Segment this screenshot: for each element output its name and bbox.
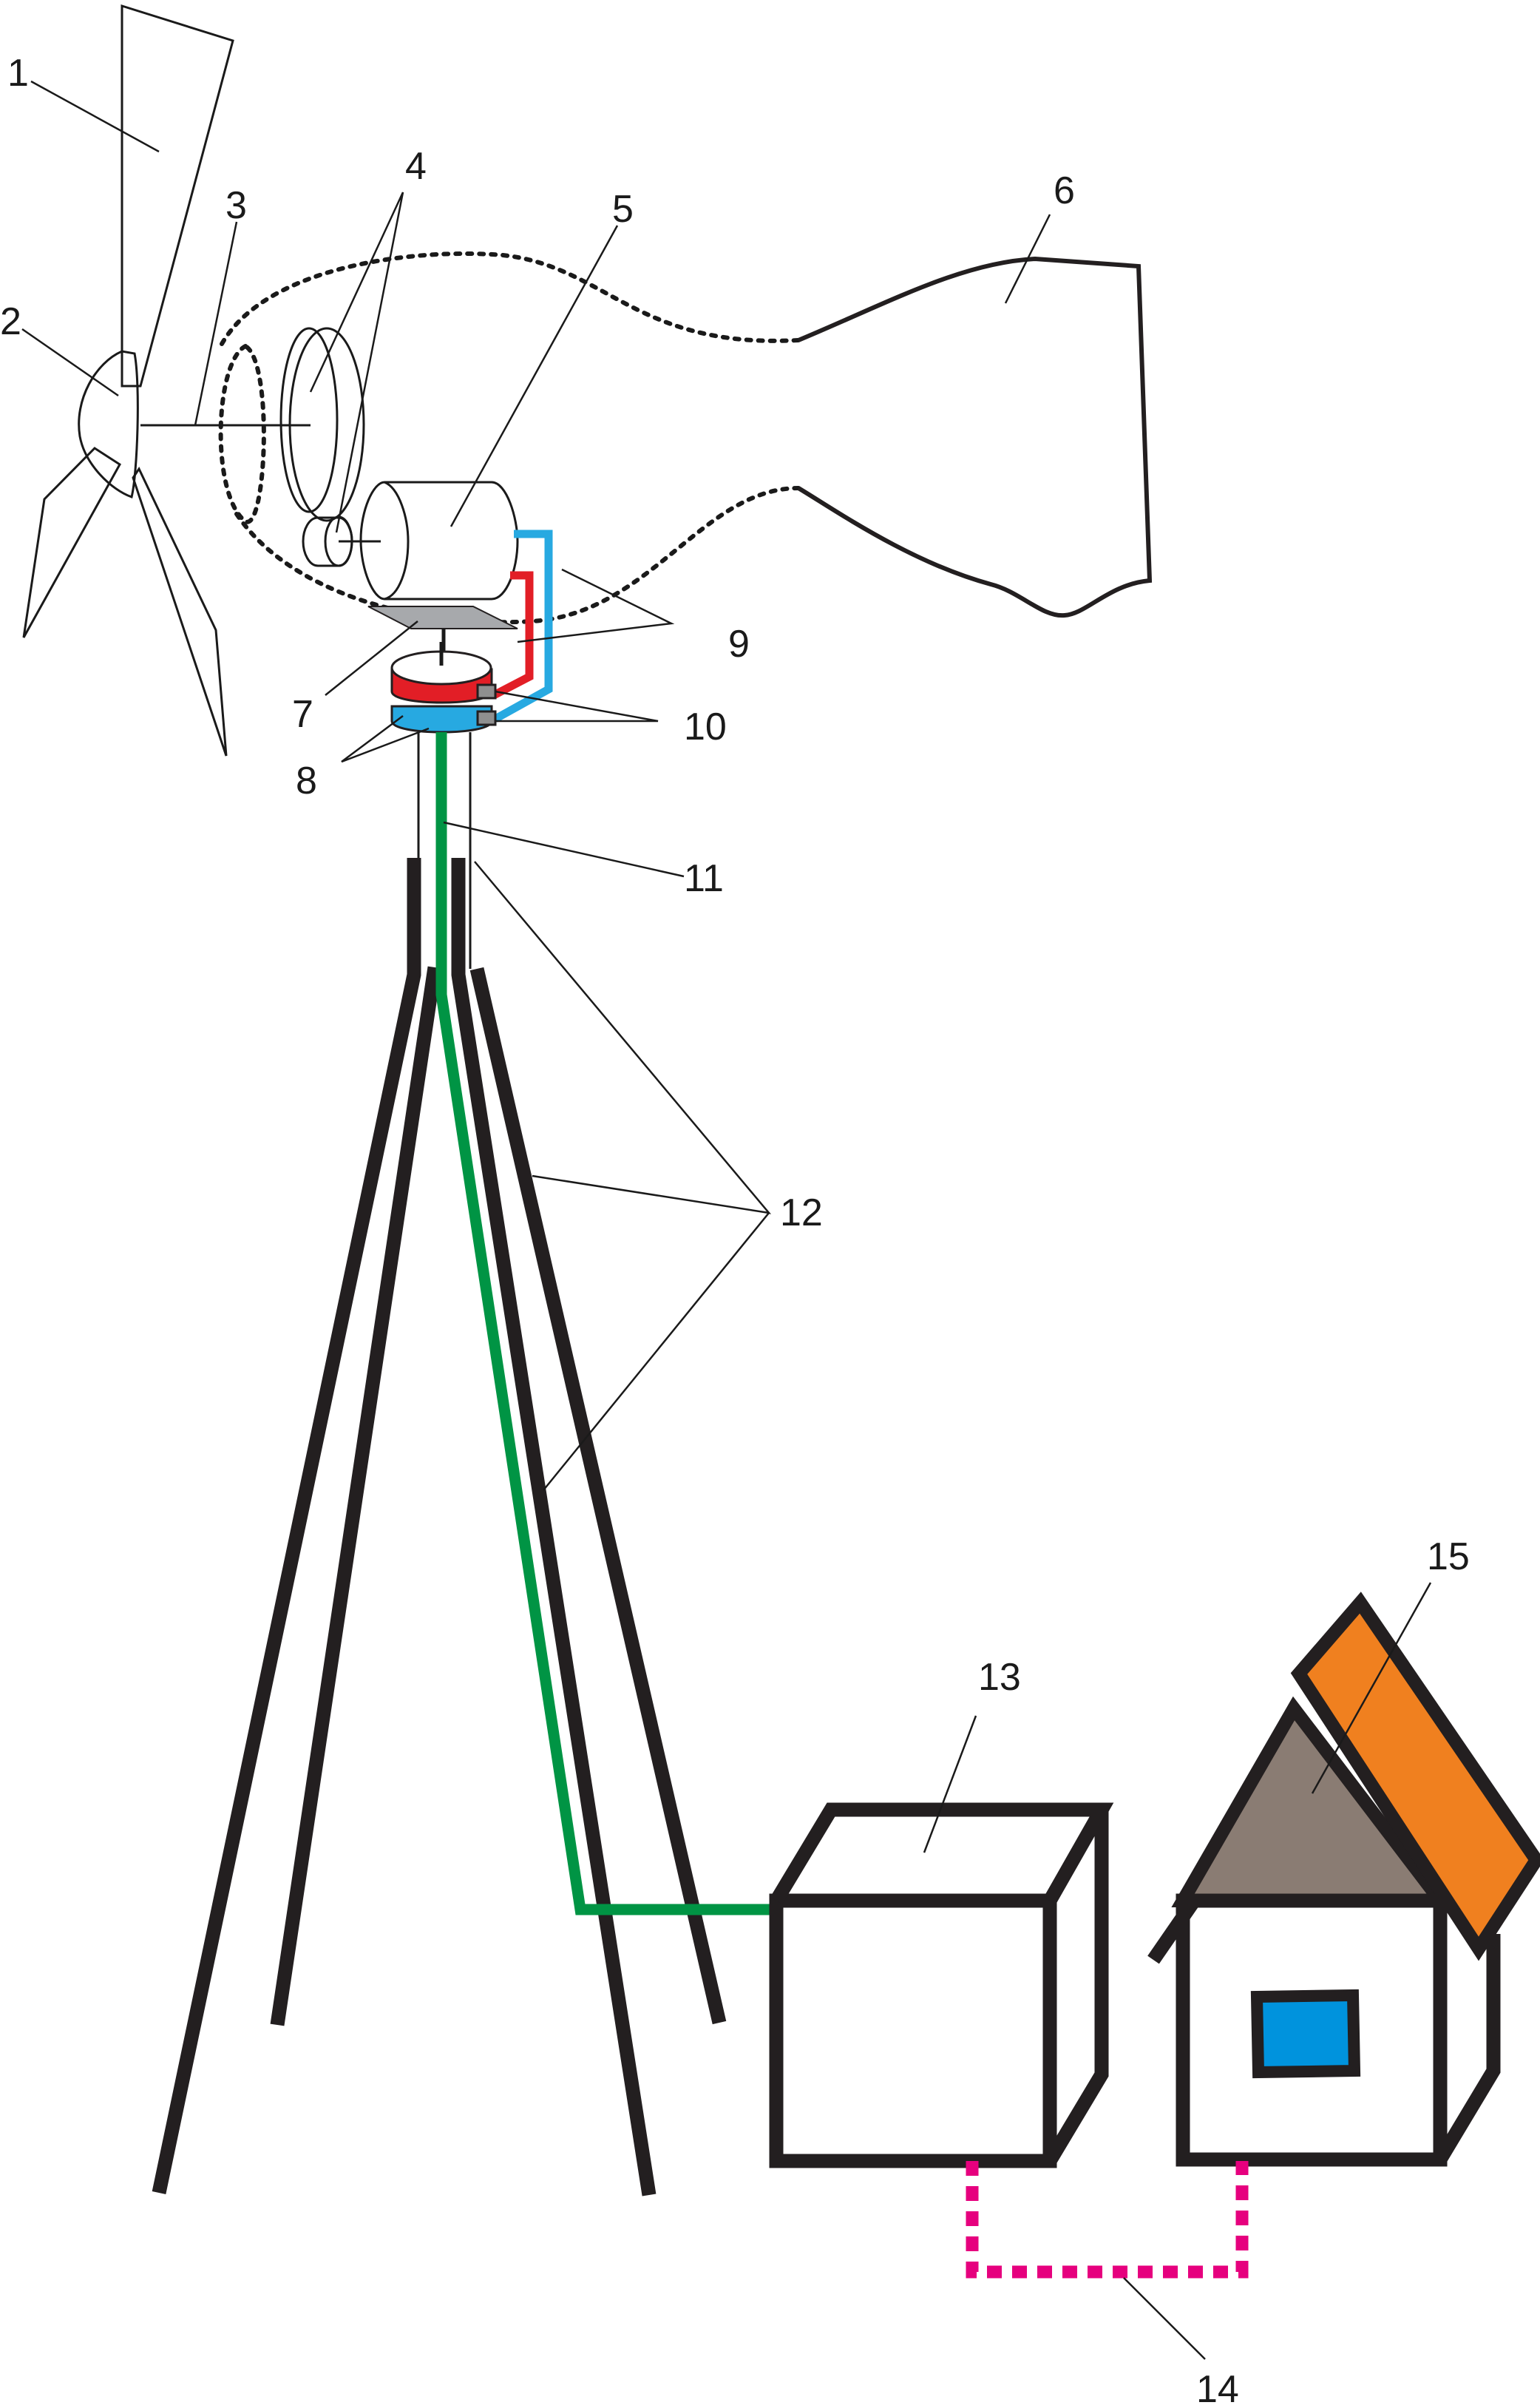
nacelle-upper-dotted-contour — [220, 251, 801, 346]
tail-solid-contour — [797, 256, 1153, 618]
leader-4 — [309, 192, 404, 533]
number-labels: 1 2 3 4 5 6 7 8 9 10 11 12 13 14 15 — [0, 52, 1470, 2408]
box-top — [770, 1802, 1114, 1904]
generator-front-face — [384, 481, 410, 601]
label-3: 3 — [225, 184, 247, 227]
label-15: 15 — [1427, 1535, 1470, 1578]
box-side — [1043, 1810, 1109, 2165]
brush-upper — [476, 683, 497, 700]
blue-wire — [493, 530, 553, 723]
label-5: 5 — [612, 188, 634, 231]
label-14: 14 — [1196, 2368, 1239, 2408]
leader-7 — [325, 620, 418, 696]
red-wire — [492, 571, 534, 699]
brush-lower — [476, 710, 497, 726]
label-11: 11 — [684, 857, 724, 900]
pulley-assembly — [279, 327, 381, 567]
rotor-blades — [22, 4, 234, 757]
label-6: 6 — [1054, 169, 1075, 212]
tower-leg-inner-left — [270, 966, 442, 2026]
leader-13 — [923, 1715, 977, 1853]
large-pulley-inner — [279, 327, 339, 513]
generator — [359, 481, 519, 601]
tower-leg-inner-right — [469, 967, 727, 2025]
nacelle-lower-dotted-contour — [234, 486, 801, 625]
leader-1 — [30, 80, 160, 153]
leader-10 — [495, 690, 659, 723]
house — [1147, 1592, 1540, 2167]
tower-leg-right — [451, 858, 657, 2196]
tower — [152, 858, 727, 2196]
leader-6 — [1004, 214, 1051, 304]
nacelle-front-dotted-ellipse — [218, 343, 266, 524]
label-2: 2 — [0, 300, 21, 343]
blade-lower-right — [132, 466, 228, 757]
leader-9 — [517, 568, 675, 643]
mounting-plate — [367, 606, 518, 629]
label-12: 12 — [780, 1191, 823, 1234]
house-side-wall — [1434, 1934, 1501, 2163]
leader-5 — [450, 225, 619, 527]
large-pulley-outer — [288, 327, 365, 522]
leader-12b — [543, 1212, 770, 1491]
house-roof — [1290, 1592, 1540, 1961]
leader-14 — [1123, 2277, 1206, 2360]
label-4: 4 — [405, 145, 427, 188]
label-9: 9 — [728, 623, 750, 666]
controller-box — [769, 1802, 1114, 2168]
label-13: 13 — [978, 1656, 1021, 1699]
label-10: 10 — [684, 706, 727, 748]
house-window — [1250, 1989, 1361, 2079]
blade-upper — [121, 4, 234, 388]
leader-3 — [194, 221, 238, 426]
label-7: 7 — [292, 693, 313, 736]
box-front — [769, 1893, 1057, 2168]
blade-lower-left — [22, 447, 121, 638]
green-cable — [435, 732, 775, 1915]
slip-ring — [390, 642, 497, 734]
generator-body — [359, 481, 519, 601]
label-1: 1 — [7, 52, 29, 95]
leader-11 — [443, 821, 685, 878]
nacelle-body — [218, 251, 1153, 625]
rotor-hub — [78, 350, 139, 498]
house-front-wall — [1176, 1893, 1448, 2167]
leader-2 — [21, 328, 119, 397]
leader-15 — [1311, 1582, 1432, 1794]
box-house-connection — [966, 2161, 1249, 2279]
label-8: 8 — [296, 760, 317, 802]
leader-8 — [341, 714, 430, 763]
tower-leg-left — [152, 858, 421, 2194]
leader-lines — [21, 80, 1432, 2360]
